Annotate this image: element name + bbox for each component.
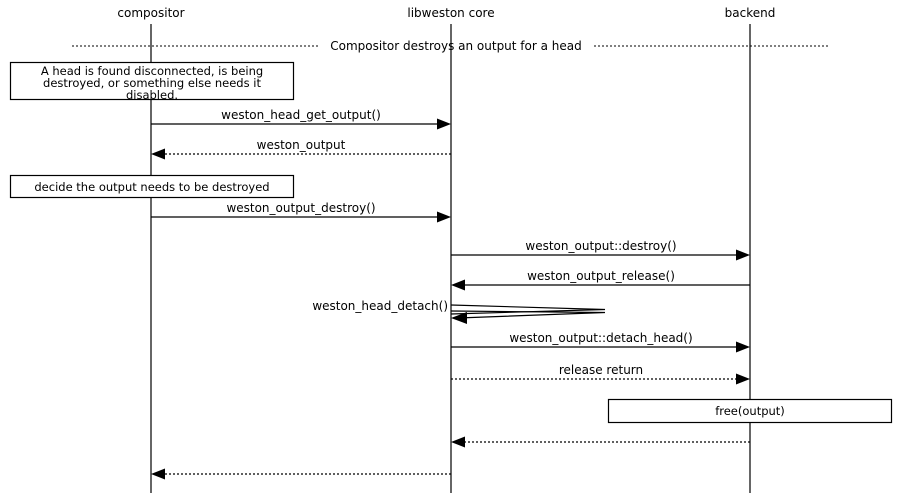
note-head-disconnected-line-2: destroyed, or something else needs it [43, 76, 261, 90]
note-free-output-box [607, 398, 893, 424]
note-decide-destroy-box [9, 174, 295, 199]
note-head-disconnected-box [9, 61, 295, 101]
arrowhead-left-icon [151, 468, 165, 480]
message-weston-output-detach-head: weston_output::detach_head() [451, 331, 750, 353]
message-libweston-return [151, 468, 451, 480]
arrowhead-left-icon [151, 148, 165, 160]
arrowhead-right-icon [437, 211, 451, 223]
lifeline-label-libweston-core: libweston core [407, 6, 494, 20]
arrowhead-right-icon [736, 249, 750, 261]
note-decide-destroy: decide the output needs to be destroyed [9, 174, 295, 199]
message-backend-return [451, 436, 750, 448]
message-line-weston-head-detach-self-return [450, 310, 606, 319]
message-weston-head-detach-self: weston_head_detach() [312, 299, 606, 324]
separator-title: Compositor destroys an output for a head [330, 39, 582, 53]
note-free-output: free(output) [607, 398, 893, 424]
arrowhead-right-icon [437, 118, 451, 130]
message-weston-output-destroy-vfunc: weston_output::destroy() [451, 239, 750, 261]
message-label-weston-output-release: weston_output_release() [527, 269, 675, 283]
message-weston-output-return: weston_output [151, 138, 451, 160]
note-free-output-line-1: free(output) [715, 404, 785, 418]
message-label-weston-output-detach-head: weston_output::detach_head() [509, 331, 692, 345]
message-release-return: release return [451, 363, 750, 385]
arrowhead-left-icon [451, 312, 467, 324]
arrowhead-right-icon [736, 373, 750, 385]
note-decide-destroy-line-1: decide the output needs to be destroyed [34, 180, 269, 194]
message-label-weston-head-get-output: weston_head_get_output() [221, 108, 381, 122]
message-label-weston-output-return: weston_output [257, 138, 346, 152]
message-label-weston-output-destroy-vfunc: weston_output::destroy() [525, 239, 676, 253]
note-head-disconnected: A head is found disconnected, is being d… [9, 61, 295, 102]
message-weston-head-get-output: weston_head_get_output() [151, 108, 451, 130]
lifeline-label-compositor: compositor [117, 6, 184, 20]
note-head-disconnected-line-3: disabled. [126, 88, 178, 102]
message-line-weston-head-detach-self [450, 304, 606, 315]
arrowhead-left-icon [451, 279, 465, 291]
message-weston-output-destroy: weston_output_destroy() [151, 201, 451, 223]
message-label-weston-output-destroy: weston_output_destroy() [226, 201, 375, 215]
lifeline-label-backend: backend [725, 6, 776, 20]
arrowhead-right-icon [736, 341, 750, 353]
message-weston-output-release: weston_output_release() [451, 269, 750, 291]
note-head-disconnected-line-1: A head is found disconnected, is being [41, 64, 263, 78]
message-label-release-return: release return [559, 363, 643, 377]
message-label-weston-head-detach: weston_head_detach() [312, 299, 448, 313]
arrowhead-left-icon [451, 436, 465, 448]
